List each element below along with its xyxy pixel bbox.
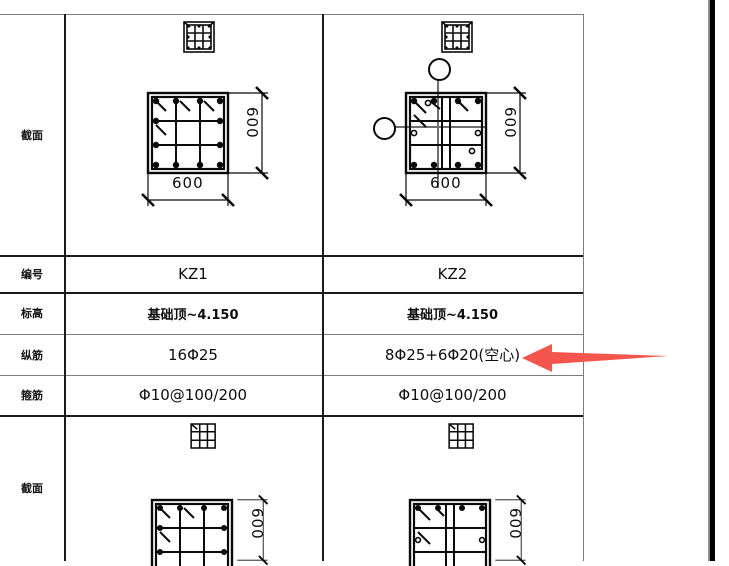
kz2-dimension-height-top (482, 86, 527, 180)
cell-kz2-mark: KZ2 (437, 264, 468, 283)
kz1-section-drawing-top (146, 91, 230, 175)
window-right-edge-bar (710, 0, 715, 561)
kz2-callout-leader-left (393, 126, 485, 128)
kz2-callout-bubble-top[interactable] (428, 58, 451, 81)
row-label-section-top: 截面 (21, 128, 43, 142)
cell-kz1-elevation-value: 基础顶~4.150 (147, 307, 239, 323)
kz1-section-thumbnail-bottom (190, 423, 216, 449)
cell-kz1-longitudinal: 16Φ25 (168, 345, 218, 364)
kz2-dimension-width-label-top: 600 (430, 174, 462, 192)
kz2-section-thumbnail-top (441, 21, 473, 53)
row-divider-mark-elevation (0, 292, 584, 294)
kz2-dimension-height-label-top: 600 (501, 107, 519, 139)
kz1-dimension-height-label-top: 600 (243, 107, 261, 139)
row-divider-longitudinal-stirrup (0, 375, 584, 376)
row-label-section-bottom: 截面 (21, 482, 43, 495)
table-border-top (0, 14, 584, 15)
window-right-gutter (715, 0, 729, 561)
kz1-dimension-width-top (141, 162, 235, 207)
row-label-mark: 编号 (21, 267, 43, 281)
kz2-dimension-height-bottom (495, 494, 527, 566)
cell-kz2-elevation: 基础顶~4.150 (322, 292, 583, 334)
cell-kz1-elevation: 基础顶~4.150 (64, 292, 322, 334)
kz1-dimension-height-top (224, 86, 269, 180)
window-edge-shadow (708, 0, 710, 561)
kz1-dimension-width-label-top: 600 (172, 174, 204, 192)
row-label-stirrup: 箍筋 (21, 389, 43, 402)
table-border-right (583, 14, 584, 561)
column-divider-label (64, 14, 66, 561)
kz2-section-drawing-top (404, 91, 488, 175)
cell-kz2-stirrup: Φ10@100/200 (398, 386, 507, 404)
kz2-section-thumbnail-bottom (448, 423, 474, 449)
row-divider-elevation-longitudinal (0, 334, 584, 335)
kz2-callout-bubble-left[interactable] (373, 117, 396, 140)
column-divider-kz1-kz2 (322, 14, 324, 561)
row-divider-section-mark (0, 255, 584, 257)
kz2-dimension-width-top (399, 162, 493, 207)
kz2-dimension-height-label-bottom: 600 (506, 508, 524, 540)
kz1-dimension-height-bottom (237, 494, 269, 566)
row-label-longitudinal: 纵筋 (21, 348, 43, 362)
cell-kz1-stirrup: Φ10@100/200 (138, 386, 248, 404)
column-schedule-table: 截面 编号 标高 纵筋 箍筋 截面 KZ1 基础顶~4.150 16Φ25 Φ1… (0, 14, 584, 561)
row-label-elevation: 标高 (21, 307, 43, 320)
kz1-dimension-height-label-bottom: 600 (248, 508, 266, 540)
kz2-callout-leader-top (437, 78, 439, 188)
cell-kz2-elevation-value: 基础顶~4.150 (406, 307, 498, 323)
kz2-section-drawing-bottom (408, 498, 492, 566)
kz1-section-thumbnail-top (183, 21, 215, 53)
row-divider-stirrup-section (0, 415, 584, 417)
cell-kz2-longitudinal: 8Φ25+6Φ20(空心) (384, 346, 521, 364)
cell-kz1-mark: KZ1 (178, 264, 208, 283)
